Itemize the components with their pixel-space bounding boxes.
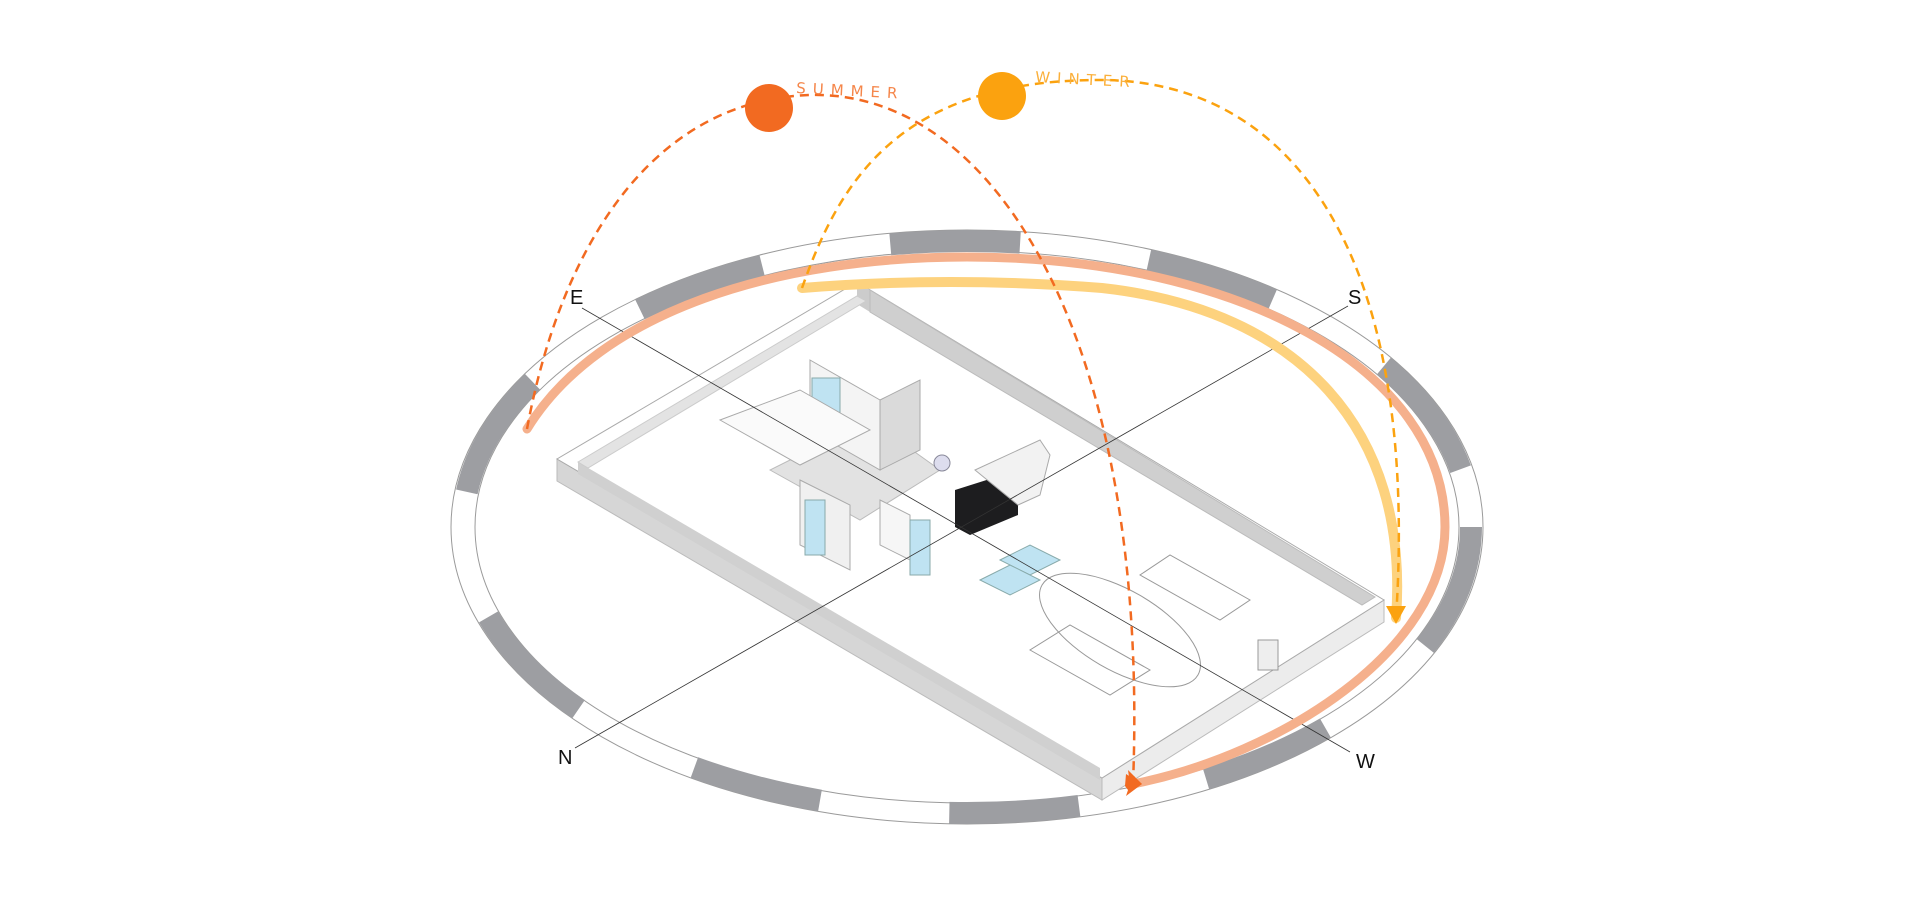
- winter-ground-path: [797, 277, 1403, 623]
- winter-sky-arc: [800, 78, 1401, 619]
- site-platform: [556, 281, 1385, 801]
- summer-sky-arc: [525, 93, 1136, 785]
- label-north: N: [558, 747, 572, 769]
- winter-sun-icon: [978, 72, 1026, 120]
- label-south: S: [1348, 287, 1361, 309]
- summer-end-arrow-icon: [1126, 770, 1142, 796]
- summer-sun-icon: [745, 84, 793, 132]
- glass-facade: [804, 499, 826, 556]
- pool: [978, 564, 1042, 596]
- winter-label: WINTER: [1035, 68, 1137, 91]
- label-east: E: [570, 287, 583, 309]
- label-west: W: [1356, 751, 1375, 773]
- summer-ground-path: [522, 252, 1450, 789]
- glass-facade: [909, 519, 931, 576]
- villa-building: [718, 359, 1279, 696]
- compass-ring: [450, 229, 1484, 825]
- winter-arrowhead-icon: [1386, 606, 1406, 624]
- summer-label: SUMMER: [796, 79, 905, 103]
- compass-axes: [574, 305, 1351, 753]
- ring-segments: [452, 230, 1482, 824]
